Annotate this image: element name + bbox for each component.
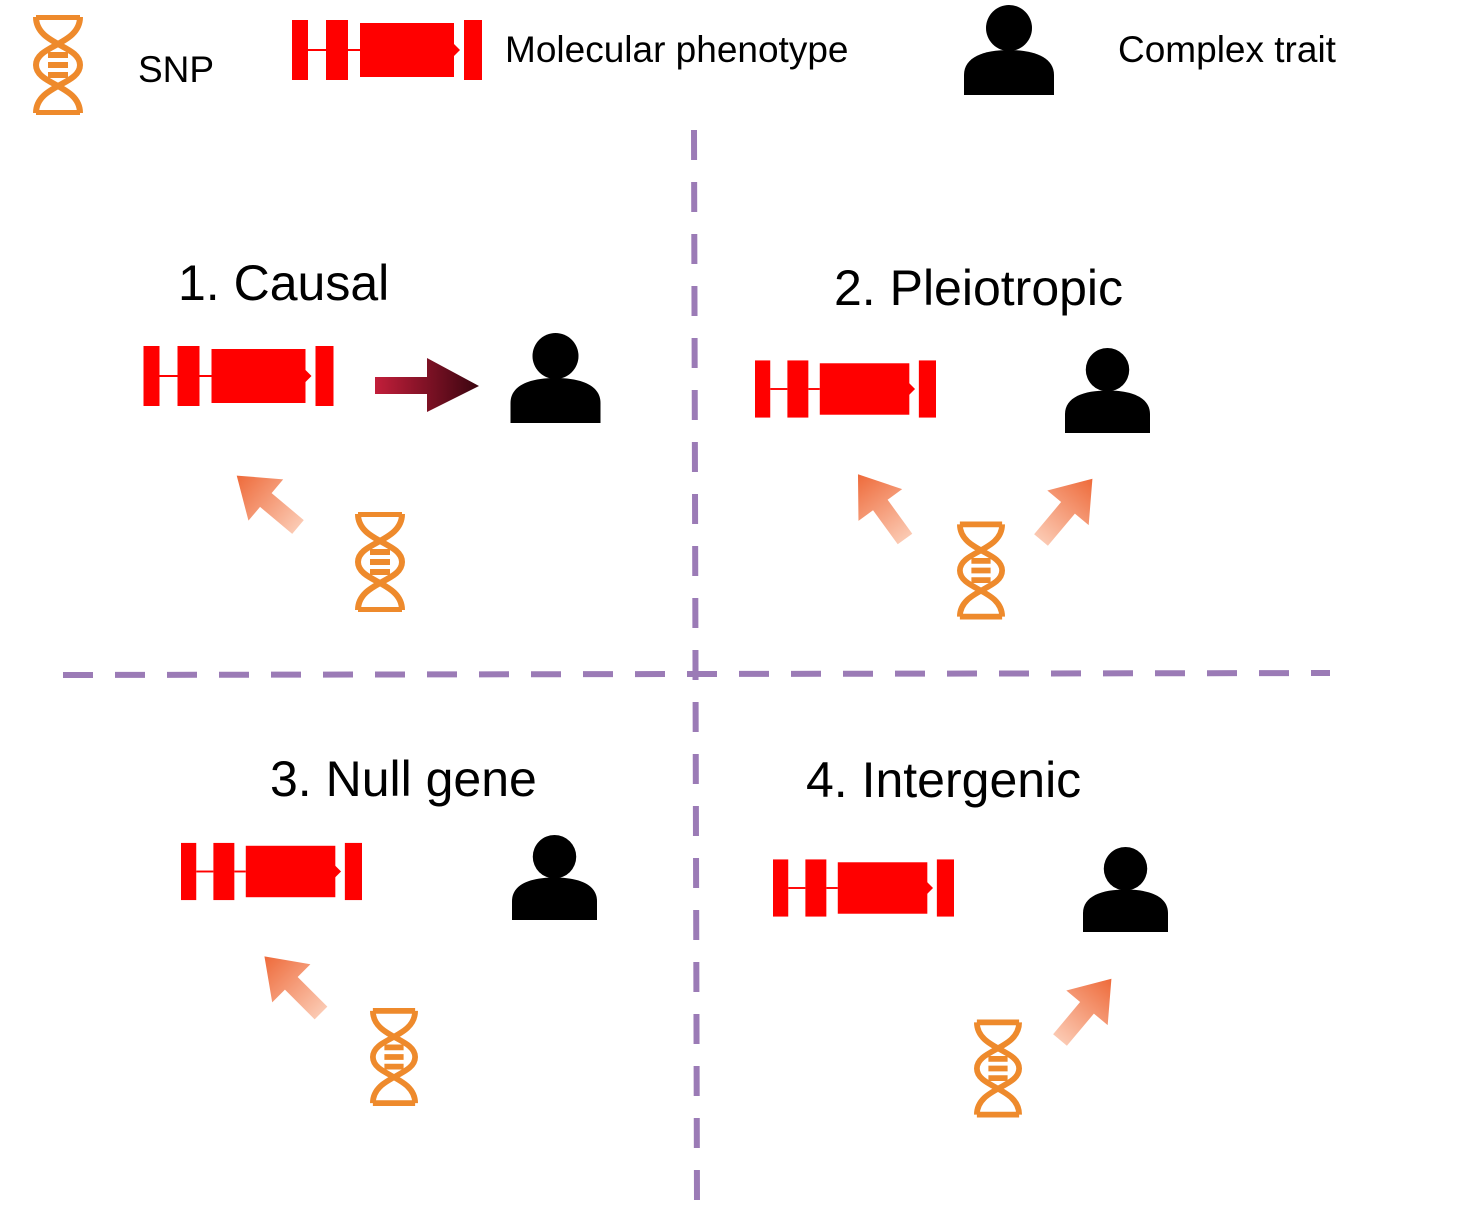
- legend-snp-icon: [36, 17, 80, 113]
- gene-icon: [143, 346, 334, 406]
- gene-icon: [755, 360, 936, 418]
- legend-person-icon: [964, 5, 1054, 95]
- panel-title: 2. Pleiotropic: [834, 260, 1123, 316]
- panel-title: 1. Causal: [178, 255, 389, 311]
- effect-arrow-icon: [245, 937, 341, 1033]
- legend-gene-icon: [292, 20, 482, 80]
- legend-molecular-label: Molecular phenotype: [505, 29, 849, 70]
- panel-intergenic: 4. Intergenic: [773, 752, 1168, 1115]
- snp-icon: [960, 524, 1002, 616]
- effect-arrow-icon: [219, 454, 316, 548]
- snp-icon: [373, 1011, 415, 1103]
- effect-arrow-icon: [1020, 461, 1114, 558]
- quadrant-dividers: [62, 129, 1331, 1206]
- person-icon: [1083, 847, 1168, 932]
- gene-icon: [181, 842, 362, 901]
- gene-icon: [773, 859, 954, 917]
- causal-arrow-icon: [375, 358, 479, 412]
- panel-title: 3. Null gene: [270, 751, 537, 807]
- person-icon: [510, 333, 601, 423]
- panel-pleiotropic: 2. Pleiotropic: [755, 260, 1150, 617]
- snp-icon: [977, 1022, 1019, 1114]
- legend-trait-label: Complex trait: [1118, 29, 1337, 70]
- legend: SNP Molecular phenotype Complex trait: [36, 5, 1337, 113]
- panel-null-gene: 3. Null gene: [181, 751, 597, 1103]
- person-icon: [512, 835, 597, 920]
- horizontal-divider: [62, 670, 1331, 678]
- vertical-divider: [691, 129, 700, 1206]
- person-icon: [1065, 348, 1150, 433]
- snp-icon: [358, 514, 402, 610]
- legend-snp-label: SNP: [138, 49, 214, 90]
- panel-causal: 1. Causal: [143, 255, 601, 610]
- effect-arrow-icon: [1039, 961, 1133, 1058]
- panel-title: 4. Intergenic: [806, 752, 1081, 808]
- effect-arrow-icon: [836, 458, 927, 555]
